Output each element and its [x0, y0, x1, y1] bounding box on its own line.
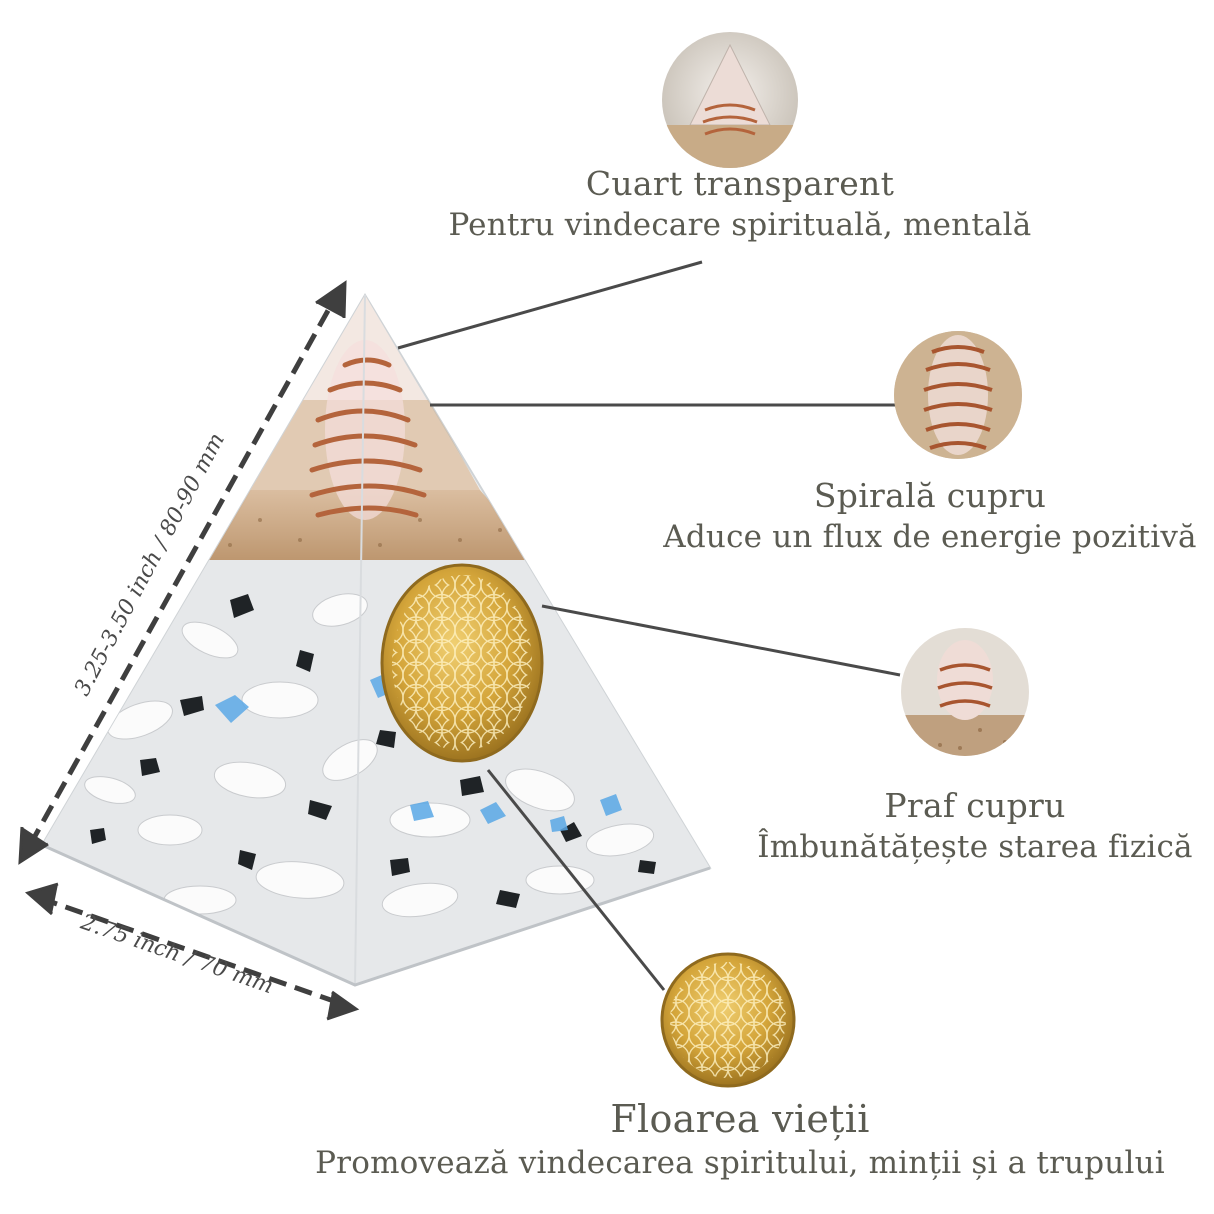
feature-desc-flower-of-life: Promovează vindecarea spiritului, minții…: [315, 1145, 1165, 1181]
feature-desc-copper-spiral: Aduce un flux de energie pozitivă: [663, 519, 1197, 555]
caption-flower-of-life: Floarea vieții Promovează vindecarea spi…: [290, 1096, 1190, 1184]
flower-of-life-thumbnail-icon: [660, 952, 796, 1088]
feature-title-flower-of-life: Floarea vieții: [610, 1097, 870, 1141]
copper-spiral-thumbnail-icon: [894, 331, 1022, 459]
copper-spiral: [309, 357, 427, 518]
height-dimension-arrow: [18, 280, 347, 865]
quartz-tip-thumbnail-icon: [662, 32, 798, 168]
feature-title-copper-spiral: Spirală cupru: [813, 476, 1047, 515]
copper-dust-thumbnail-icon: [901, 628, 1029, 756]
base-dimension-arrow: [24, 882, 360, 1021]
feature-desc-copper-dust: Îmbunătățește starea fizică: [757, 829, 1193, 865]
flower-of-life-disc: [380, 563, 544, 763]
feature-title-copper-dust: Praf cupru: [884, 786, 1066, 825]
feature-title-quartz: Cuart transparent: [585, 164, 895, 203]
feature-desc-quartz: Pentru vindecare spirituală, mentală: [448, 207, 1032, 243]
caption-copper-dust: Praf cupru Îmbunătățește starea fizică: [740, 786, 1210, 868]
leader-lines: [397, 260, 901, 991]
caption-quartz: Cuart transparent Pentru vindecare spiri…: [440, 164, 1040, 246]
orgonite-pyramid: [40, 293, 712, 987]
caption-copper-spiral: Spirală cupru Aduce un flux de energie p…: [650, 476, 1210, 558]
